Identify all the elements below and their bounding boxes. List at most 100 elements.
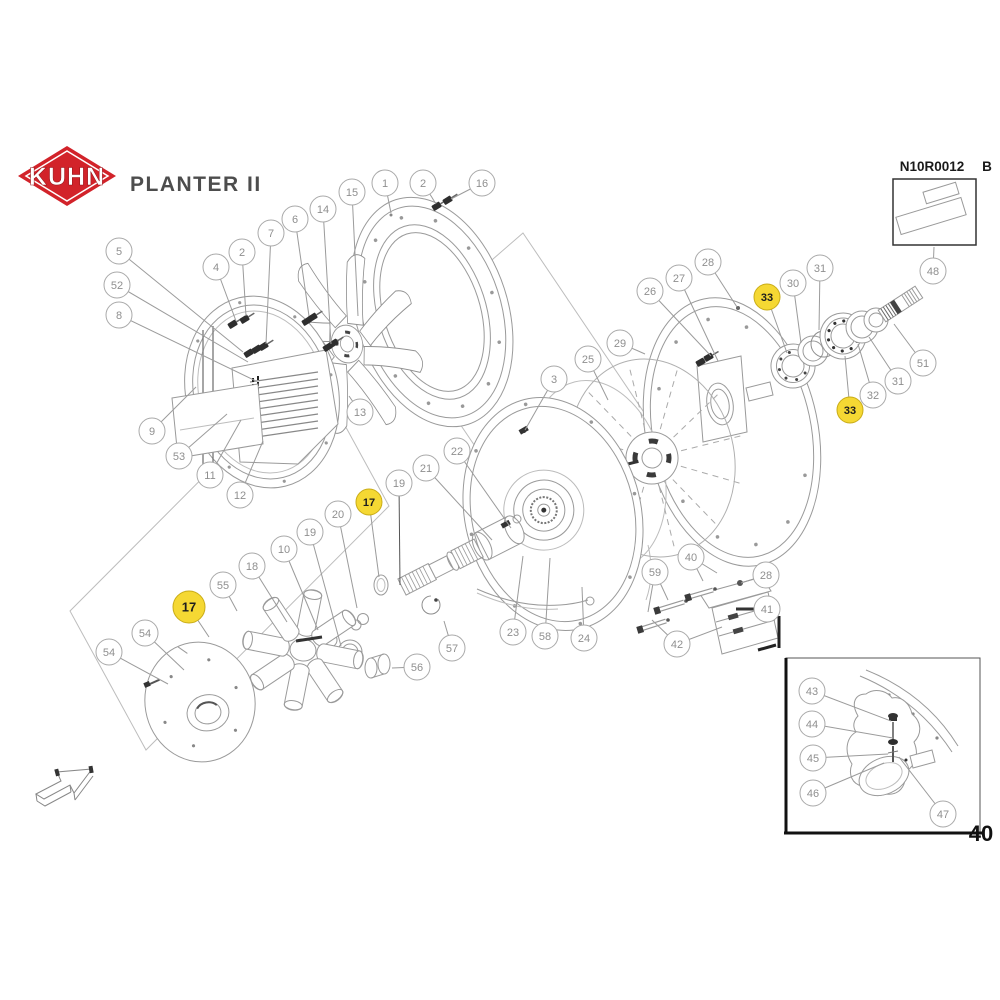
part-balloon-19[interactable]: 19 bbox=[296, 518, 342, 647]
part-balloon-9[interactable]: 9 bbox=[138, 386, 197, 445]
svg-text:21: 21 bbox=[420, 463, 432, 475]
part-balloon-33[interactable]: 33 bbox=[753, 283, 788, 354]
svg-text:33: 33 bbox=[761, 292, 773, 304]
part-balloon-11[interactable]: 11 bbox=[196, 419, 242, 489]
part-balloon-42[interactable]: 42 bbox=[651, 619, 723, 658]
part-balloon-18[interactable]: 18 bbox=[238, 552, 288, 623]
part-balloon-1[interactable]: 1 bbox=[371, 169, 399, 214]
part-balloon-15[interactable]: 15 bbox=[338, 178, 366, 317]
part-balloon-29[interactable]: 29 bbox=[606, 329, 646, 357]
drive-shaft bbox=[877, 285, 924, 323]
svg-text:51: 51 bbox=[917, 358, 929, 370]
svg-text:44: 44 bbox=[806, 719, 818, 731]
fan-shaft bbox=[397, 515, 525, 596]
svg-text:22: 22 bbox=[451, 446, 463, 458]
part-balloon-54[interactable]: 54 bbox=[131, 619, 185, 671]
direction-arrow bbox=[34, 765, 94, 807]
part-balloon-14[interactable]: 14 bbox=[309, 195, 337, 345]
part-balloon-24[interactable]: 24 bbox=[570, 586, 598, 652]
end-plate bbox=[143, 641, 256, 763]
part-balloon-22[interactable]: 22 bbox=[443, 437, 512, 529]
svg-text:12: 12 bbox=[234, 490, 246, 502]
part-balloon-4[interactable]: 4 bbox=[202, 253, 237, 322]
part-balloon-48[interactable]: 48 bbox=[919, 246, 947, 285]
svg-text:55: 55 bbox=[217, 580, 229, 592]
part-balloon-21[interactable]: 21 bbox=[412, 454, 493, 541]
part-balloon-19[interactable]: 19 bbox=[385, 469, 413, 586]
svg-text:19: 19 bbox=[304, 527, 316, 539]
svg-text:20: 20 bbox=[332, 509, 344, 521]
svg-text:24: 24 bbox=[578, 633, 590, 645]
part-balloon-31[interactable]: 31 bbox=[806, 254, 834, 331]
svg-text:54: 54 bbox=[139, 628, 151, 640]
svg-text:41: 41 bbox=[761, 604, 773, 616]
svg-text:17: 17 bbox=[182, 600, 196, 615]
reference-code: N10R0012 bbox=[900, 159, 965, 174]
part-balloon-31[interactable]: 31 bbox=[868, 336, 912, 395]
part-balloon-44[interactable]: 44 bbox=[798, 710, 894, 739]
part-balloon-3[interactable]: 3 bbox=[524, 365, 568, 431]
left-housing-assembly bbox=[171, 190, 529, 489]
svg-text:4: 4 bbox=[213, 262, 219, 274]
part-balloon-46[interactable]: 46 bbox=[799, 762, 885, 807]
part-balloon-2[interactable]: 2 bbox=[409, 169, 437, 205]
part-balloon-40[interactable]: 40 bbox=[677, 543, 718, 582]
part-balloon-23[interactable]: 23 bbox=[499, 555, 527, 646]
svg-text:43: 43 bbox=[806, 686, 818, 698]
part-balloon-53[interactable]: 53 bbox=[165, 413, 228, 470]
part-balloon-43[interactable]: 43 bbox=[798, 677, 892, 722]
svg-text:3: 3 bbox=[551, 374, 557, 386]
svg-text:54: 54 bbox=[103, 647, 115, 659]
svg-text:31: 31 bbox=[814, 263, 826, 275]
svg-text:23: 23 bbox=[507, 627, 519, 639]
part-balloon-28[interactable]: 28 bbox=[740, 561, 780, 589]
part-balloon-32[interactable]: 32 bbox=[857, 343, 887, 409]
svg-text:5: 5 bbox=[116, 246, 122, 258]
svg-text:16: 16 bbox=[476, 178, 488, 190]
part-balloon-26[interactable]: 26 bbox=[636, 277, 712, 357]
part-balloon-54[interactable]: 54 bbox=[95, 638, 169, 685]
svg-text:7: 7 bbox=[268, 228, 274, 240]
part-balloon-47[interactable]: 47 bbox=[898, 756, 957, 828]
part-balloon-55[interactable]: 55 bbox=[209, 571, 238, 612]
part-balloon-25[interactable]: 25 bbox=[574, 345, 609, 401]
part-balloon-20[interactable]: 20 bbox=[324, 500, 358, 609]
reference-revision: B bbox=[982, 159, 992, 174]
svg-text:28: 28 bbox=[702, 257, 714, 269]
svg-text:52: 52 bbox=[111, 280, 123, 292]
part-balloon-10[interactable]: 10 bbox=[270, 535, 319, 631]
part-balloon-52[interactable]: 52 bbox=[103, 271, 249, 363]
part-balloon-12[interactable]: 12 bbox=[226, 440, 264, 509]
part-balloon-41[interactable]: 41 bbox=[736, 595, 781, 623]
part-balloon-5[interactable]: 5 bbox=[105, 237, 244, 353]
part-balloon-33[interactable]: 33 bbox=[836, 355, 864, 424]
part-balloon-58[interactable]: 58 bbox=[531, 557, 559, 650]
part-balloon-56[interactable]: 56 bbox=[391, 653, 431, 681]
part-balloon-59[interactable]: 59 bbox=[641, 558, 669, 613]
svg-text:19: 19 bbox=[393, 478, 405, 490]
svg-text:2: 2 bbox=[420, 178, 426, 190]
svg-text:14: 14 bbox=[317, 204, 329, 216]
part-balloon-6[interactable]: 6 bbox=[281, 205, 310, 317]
part-balloon-30[interactable]: 30 bbox=[779, 269, 807, 344]
svg-text:29: 29 bbox=[614, 338, 626, 350]
part-balloon-27[interactable]: 27 bbox=[665, 264, 719, 362]
svg-text:33: 33 bbox=[844, 405, 856, 417]
svg-text:28: 28 bbox=[760, 570, 772, 582]
part-balloon-17[interactable]: 17 bbox=[355, 488, 383, 578]
part-balloon-16[interactable]: 16 bbox=[450, 169, 496, 200]
part-balloon-51[interactable]: 51 bbox=[893, 323, 937, 377]
part-balloon-13[interactable]: 13 bbox=[346, 395, 374, 426]
part-balloon-45[interactable]: 45 bbox=[799, 744, 889, 772]
part-balloon-17[interactable]: 17 bbox=[172, 590, 210, 638]
svg-text:57: 57 bbox=[446, 643, 458, 655]
part-balloon-2[interactable]: 2 bbox=[228, 238, 256, 317]
part-balloon-28[interactable]: 28 bbox=[694, 248, 738, 308]
svg-text:17: 17 bbox=[363, 497, 375, 509]
part-balloon-8[interactable]: 8 bbox=[105, 301, 257, 382]
svg-text:32: 32 bbox=[867, 390, 879, 402]
part-balloon-7[interactable]: 7 bbox=[257, 219, 285, 345]
part-balloon-57[interactable]: 57 bbox=[438, 620, 466, 662]
svg-text:53: 53 bbox=[173, 451, 185, 463]
